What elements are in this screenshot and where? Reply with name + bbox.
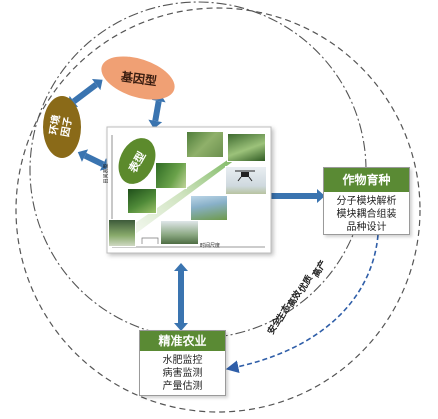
greenhouse-photo — [108, 219, 136, 247]
agriculture-item: 病害监测 — [162, 368, 203, 379]
field-photo-aerial-2 — [227, 133, 266, 162]
plot-bracket — [141, 237, 159, 244]
y-axis-label: 田间表型 — [103, 163, 110, 184]
leaf-photo — [127, 188, 157, 214]
arrow-plot-agriculture — [174, 263, 188, 331]
field-photo-plants — [155, 162, 187, 189]
x-axis-label: 时间尺度 — [200, 243, 221, 249]
breeding-item: 模块耦合组装 — [336, 209, 397, 220]
agriculture-item: 产量估测 — [162, 381, 203, 392]
breeding-card-items: 分子模块解析 模块耦合组装 品种设计 — [324, 195, 409, 234]
breeding-item: 品种设计 — [346, 222, 387, 233]
agriculture-card-items: 水肥监控 病害监测 产量估测 — [140, 354, 225, 393]
environment-label: 环境 因子 — [48, 109, 77, 143]
genotype-ellipse — [101, 56, 175, 100]
breeding-item: 分子模块解析 — [336, 196, 397, 207]
agriculture-card-title: 精准农业 — [140, 331, 225, 351]
phenotype-ellipse — [118, 138, 156, 184]
field-photo-rows — [190, 195, 228, 221]
dashed-curve-arrow — [225, 234, 379, 373]
drone-icon — [235, 170, 255, 182]
agriculture-card: 精准农业 水肥监控 病害监测 产量估测 — [139, 330, 226, 396]
growth-trend-arrow — [116, 134, 262, 244]
outer-dashed-circle — [15, 7, 421, 413]
breeding-card: 作物育种 分子模块解析 模块耦合组装 品种设计 — [323, 167, 410, 235]
environment-ellipse — [43, 96, 81, 158]
breeding-card-title: 作物育种 — [324, 168, 409, 192]
field-photo-aerial-1 — [186, 131, 224, 158]
agriculture-item: 水肥监控 — [162, 355, 203, 366]
greenhouse-photo-2 — [160, 220, 199, 245]
